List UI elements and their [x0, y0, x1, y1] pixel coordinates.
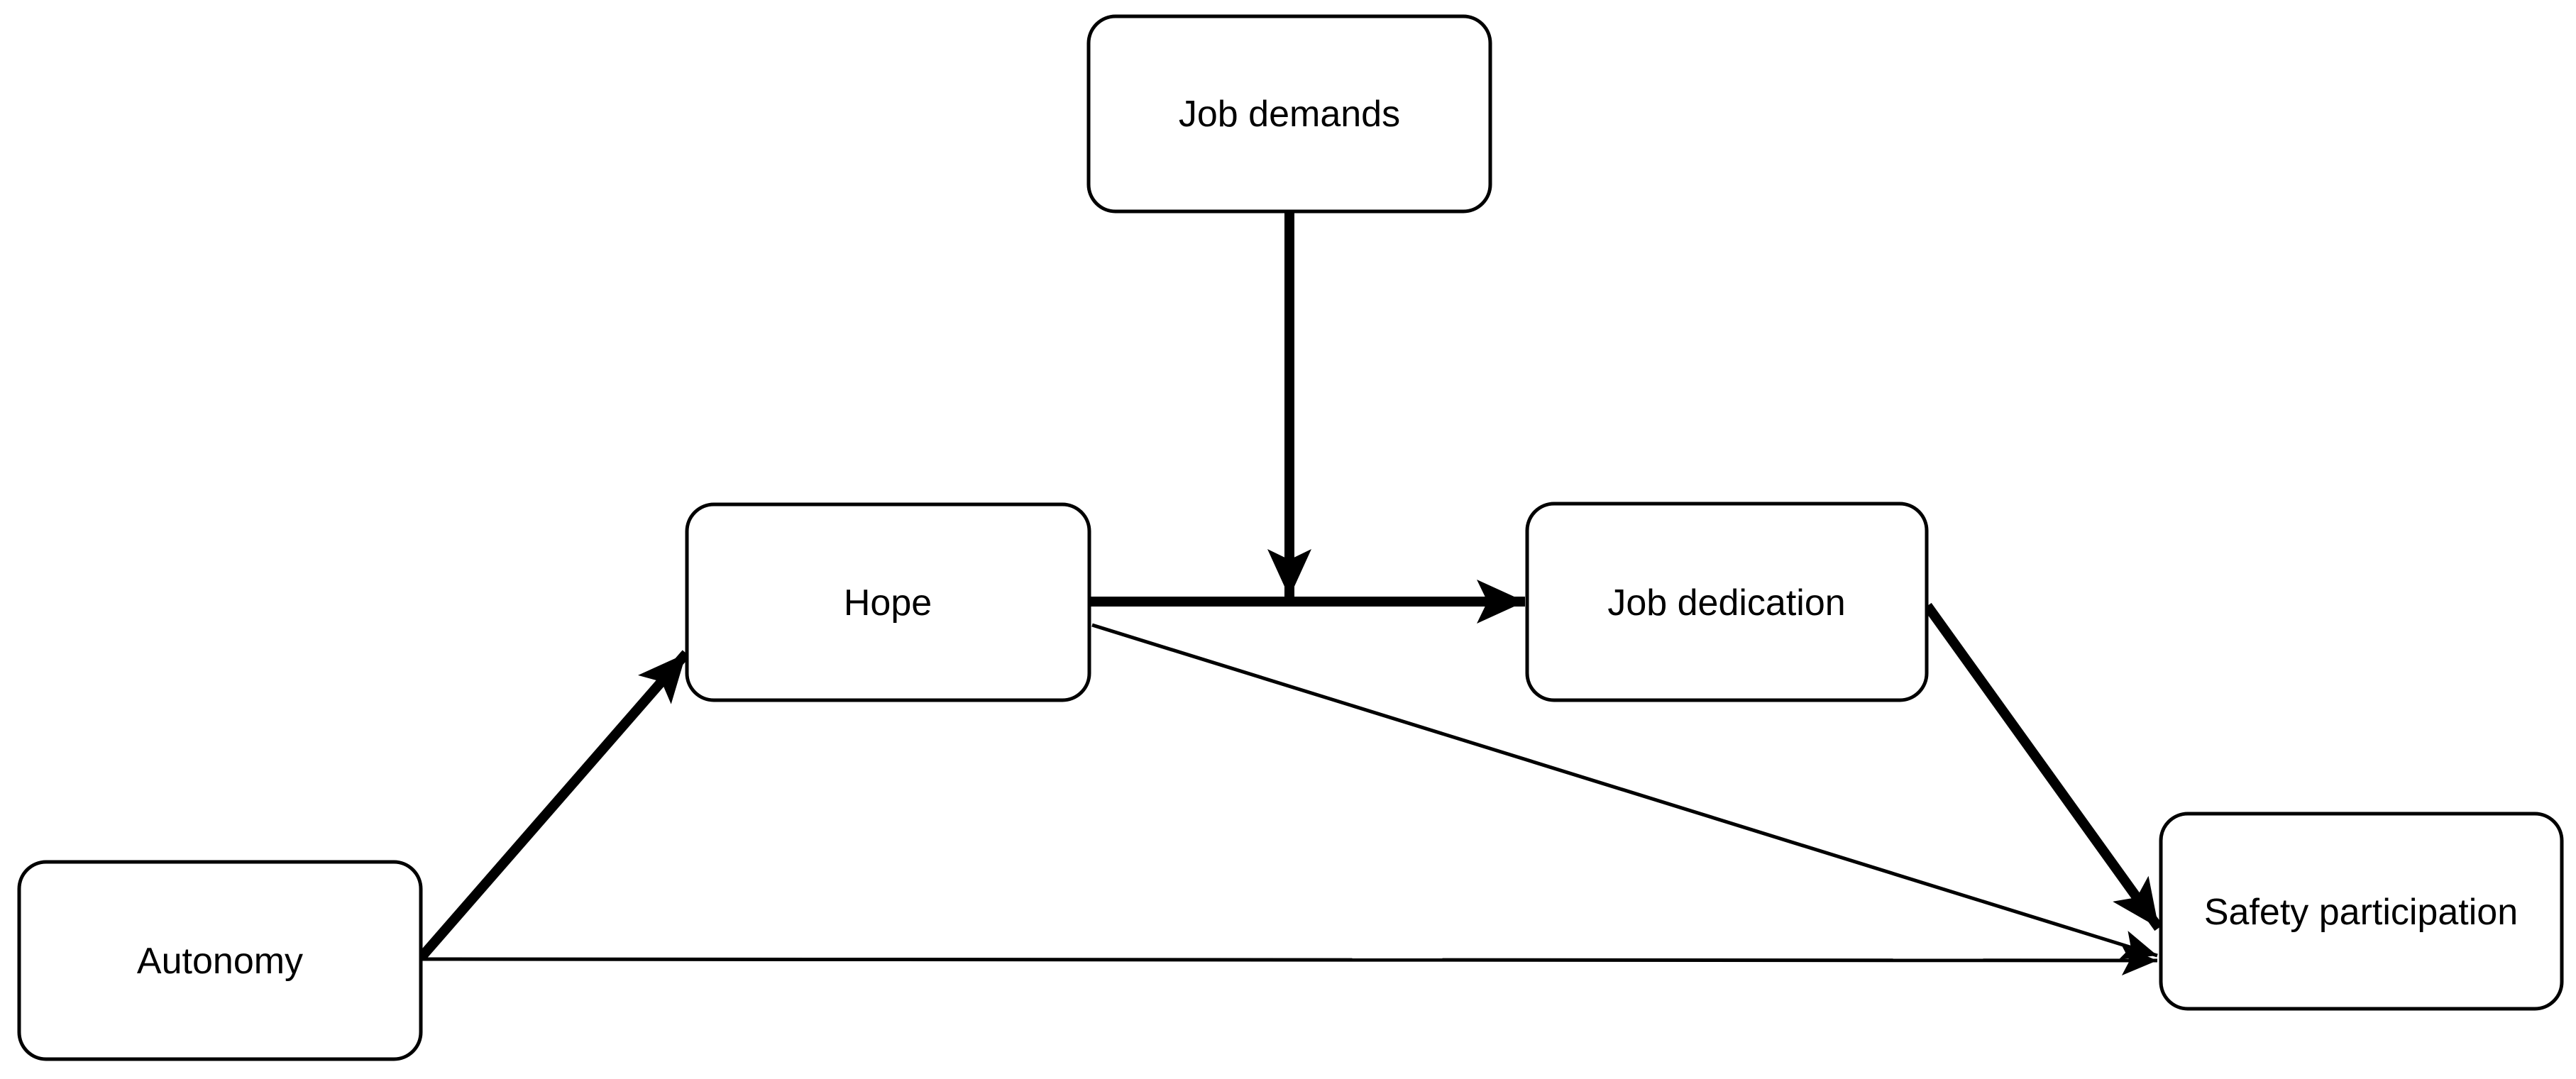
edge-job-dedication-to-safety-participation [1923, 602, 2163, 931]
node-job-demands-label: Job demands [1179, 94, 1400, 135]
node-hope-box [685, 502, 1091, 702]
node-job-demands-box [1086, 14, 1492, 214]
node-autonomy-label: Autonomy [137, 941, 303, 982]
node-job-dedication-label: Job dedication [1607, 582, 1845, 624]
node-hope: Hope [685, 502, 1091, 702]
edge-hope-to-safety-participation [1091, 623, 2158, 960]
node-autonomy-box [17, 860, 423, 1061]
edge-autonomy-to-safety-participation [421, 945, 2158, 975]
edge-autonomy-to-hope [417, 650, 690, 961]
node-safety-participation: Safety participation [2159, 812, 2564, 1011]
node-job-dedication: Job dedication [1525, 502, 1929, 702]
node-job-demands: Job demands [1086, 14, 1492, 214]
node-job-dedication-box [1525, 502, 1929, 702]
node-safety-participation-label: Safety participation [2204, 892, 2518, 933]
node-safety-participation-box [2159, 812, 2564, 1011]
node-autonomy: Autonomy [17, 860, 423, 1061]
node-hope-label: Hope [844, 582, 932, 624]
